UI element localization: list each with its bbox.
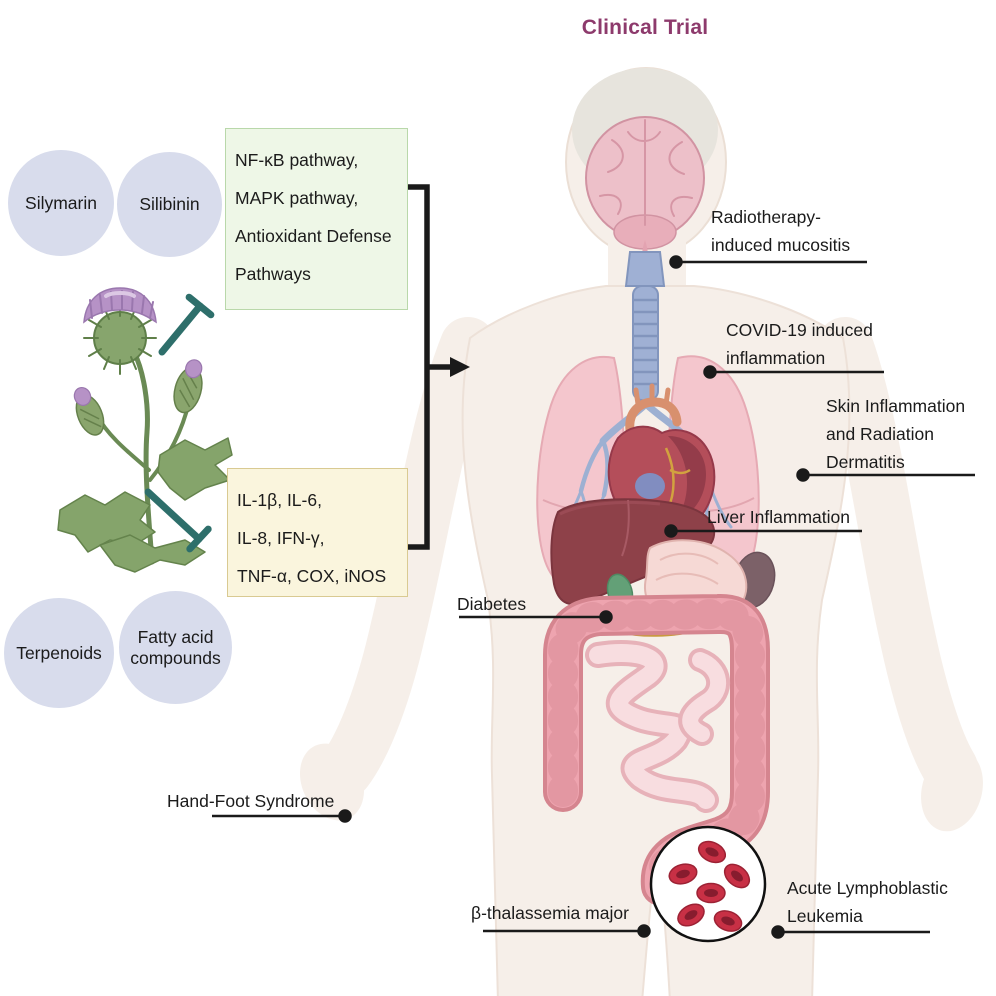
label-skin-inflammation: Skin Inflammation and Radiation Dermatit… [826, 396, 966, 472]
leader-skin [796, 468, 975, 482]
pathway-line: MAPK pathway, [235, 188, 359, 208]
leader-thalassemia [483, 924, 651, 938]
right-hand [921, 748, 983, 832]
compound-circle-terpenoids: Terpenoids [4, 598, 114, 708]
inhibition-arrow-bottom [144, 488, 212, 553]
leader-leukemia [771, 925, 930, 939]
label-thalassemia: β-thalassemia major [471, 903, 629, 923]
label-covid-inflammation: COVID-19 induced inflammation [726, 320, 873, 368]
merge-bracket-arrow [408, 184, 470, 550]
thistle-bud-left [73, 386, 105, 436]
label-leukemia: Acute Lymphoblastic Leukemia [787, 878, 948, 926]
compound-label: Fatty acid compounds [130, 626, 221, 668]
page-title: Clinical Trial [581, 16, 709, 39]
leader-covid [703, 365, 884, 379]
mediator-box: IL-1β, IL-6, IL-8, IFN-γ, TNF-α, COX, iN… [227, 468, 408, 597]
compound-label: Silymarin [25, 192, 97, 213]
leader-liver [664, 524, 862, 538]
red-blood-cells-icon [649, 825, 767, 943]
left-hand [299, 743, 365, 821]
plant-stem [131, 349, 155, 565]
brain-icon [585, 116, 705, 272]
compound-circle-silibinin: Silibinin [117, 152, 222, 257]
leader-radiotherapy [669, 255, 867, 269]
mediator-line: IL-1β, IL-6, [237, 490, 322, 510]
thistle-flower [83, 287, 157, 375]
label-diabetes: Diabetes [457, 594, 527, 614]
pathway-line: Pathways [235, 264, 311, 284]
mediator-line: IL-8, IFN-γ, [237, 528, 325, 548]
label-hand-foot-syndrome: Hand-Foot Syndrome [167, 791, 335, 811]
compound-label: Silibinin [139, 194, 200, 214]
mediator-line: TNF-α, COX, iNOS [237, 566, 387, 586]
thistle-bud-right [173, 359, 203, 414]
leader-diabetes [459, 610, 613, 624]
plant-leaves [57, 437, 233, 573]
leader-hand-foot [212, 809, 352, 823]
small-intestine-icon [585, 639, 731, 813]
milk-thistle-illustration [57, 287, 233, 573]
label-radiotherapy-mucositis: Radiotherapy- induced mucositis [711, 207, 851, 255]
compound-circle-fatty-acid: Fatty acid compounds [119, 591, 232, 704]
compound-circle-silymarin: Silymarin [8, 150, 114, 256]
label-liver-inflammation: Liver Inflammation [707, 507, 850, 527]
right-arm [817, 317, 978, 796]
pathway-box: NF-κB pathway, MAPK pathway, Antioxidant… [225, 128, 408, 310]
left-arm [317, 317, 496, 798]
pathway-line: Antioxidant Defense [235, 226, 392, 246]
inhibition-arrow-top [158, 293, 215, 356]
compound-label: Terpenoids [16, 642, 102, 663]
pathway-line: NF-κB pathway, [235, 150, 359, 170]
